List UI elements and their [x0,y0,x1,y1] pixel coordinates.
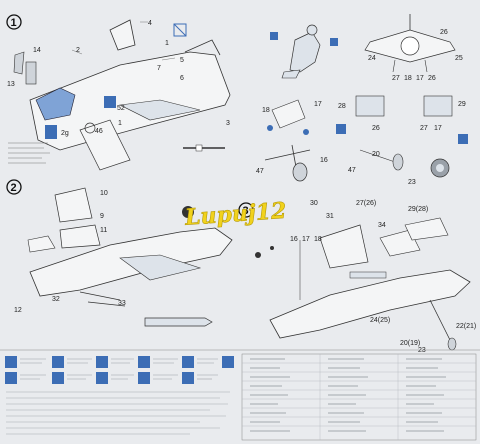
legend-icon [222,356,234,368]
seat-part [25,61,37,85]
part-label: 32 [52,296,60,303]
step-1: 1 4 2 1 14 13 7 5 6 3 52 2g 46 1 [6,14,231,171]
part-label: 30 [310,200,318,207]
pilot-figure [289,31,321,73]
part-label: 7 [157,65,161,72]
part-label: 52 [117,105,125,112]
legend-icon [182,372,194,384]
tail-fin-part [109,19,136,51]
legend-icon [96,356,108,368]
gear-door-part [271,99,306,129]
part-label: 26 [428,75,436,82]
part-label: 29(28) [408,206,428,213]
part-label: 17 [314,101,322,108]
part-label: 1 [165,40,169,47]
part-label: 28 [338,103,346,110]
part-label: 33 [118,300,126,307]
part-label: 17 [434,125,442,132]
fuselage-part [269,269,471,339]
part-label: 18 [262,107,270,114]
legend-area [0,349,480,441]
paint-marker-icon [45,125,57,139]
fuselage-part [29,51,231,151]
drop-tank-part [144,317,213,327]
legend-icon [5,356,17,368]
legend-icon [96,372,108,384]
part-label: 5 [180,57,184,64]
part-label: 27 [420,125,428,132]
part-label: 2g [61,130,69,137]
part-label: 9 [100,213,104,220]
part-label: 26 [440,29,448,36]
part-label: 13 [7,81,15,88]
part-label: 18 [314,236,322,243]
part-label: 34 [378,222,386,229]
part-label: 1 [118,120,122,127]
step-3-number: 3 [243,205,249,217]
cockpit-blue-area [35,87,76,121]
tail-fin-part [54,187,93,223]
part-label: 14 [33,47,41,54]
part-label: 46 [95,128,103,135]
part-label: 4 [148,20,152,27]
part-label: 20 [372,151,380,158]
part-label: 27(26) [356,200,376,207]
part-label: 6 [180,75,184,82]
part-label: 12 [14,307,22,314]
paint-star-icon [104,96,116,108]
step-3: 3 30 27(26) 29(28) 16 17 18 31 34 24(25)… [238,200,476,354]
part-label: 16 [320,157,328,164]
part-label: 20(19) [400,340,420,347]
bay-part [355,95,385,117]
legend-icon [5,372,17,384]
paint-marker-icon [270,32,278,40]
part-label: 27 [392,75,400,82]
part-label: 17 [302,236,310,243]
part-label: 26 [372,125,380,132]
part-label: 25 [455,55,463,62]
step-1-details: 24 26 25 27 18 17 26 18 17 28 29 26 27 1… [256,14,468,186]
paint-star-icon [458,134,468,144]
legend-icon [52,356,64,368]
step-1-number: 1 [11,17,17,29]
bay-part [423,95,453,117]
step-2: 2 10 9 11 32 33 12 [6,179,233,327]
color-chart [241,353,477,441]
part-label: 24 [368,55,376,62]
part-label: 10 [100,190,108,197]
part-label: 47 [348,167,356,174]
part-label: 18 [404,75,412,82]
part-label: 47 [256,168,264,175]
legend-icon [52,372,64,384]
legend-icon [138,356,150,368]
part-label: 23 [408,179,416,186]
watermark-text: Lupuj12 [183,198,287,231]
tail-fin-part [319,224,369,269]
part-label: 16 [290,236,298,243]
wheel-part [292,162,308,182]
legend-icon [182,356,194,368]
part-label: 23 [418,347,426,354]
legend-icon [138,372,150,384]
part-label: 22(21) [456,323,476,330]
step-2-number: 2 [11,182,17,194]
part-label: 17 [416,75,424,82]
part-label: 24(25) [370,317,390,324]
part-label: 29 [458,101,466,108]
paint-star-icon [336,124,346,134]
part-label: 3 [226,120,230,127]
part-label: 11 [100,227,107,234]
part-label: 2 [76,47,80,54]
part-label: 31 [326,213,334,220]
